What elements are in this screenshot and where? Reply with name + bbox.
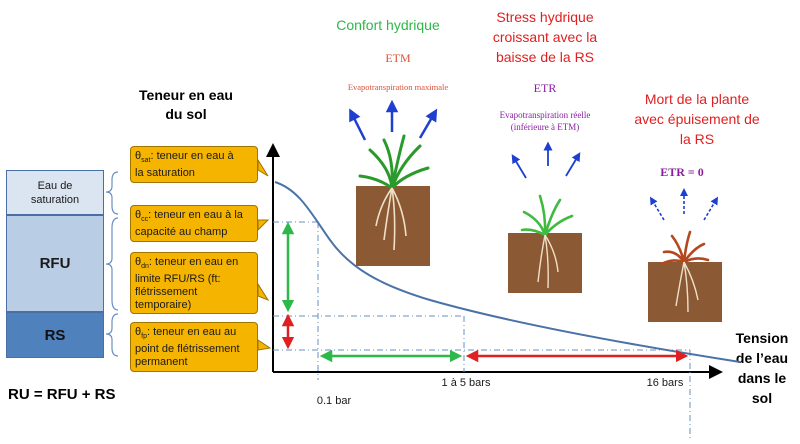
stage3-title-line2: avec épuisement de — [634, 111, 760, 127]
stage3-title-line1: Mort de la plante — [645, 91, 749, 107]
tick-label-0-1-bar: 0.1 bar — [317, 395, 352, 407]
x-axis-label-line4: sol — [751, 390, 773, 406]
stage2-titles: Stress hydrique croissant avec la baisse… — [493, 9, 597, 65]
stage2-desc-line1: Evapotranspiration réelle — [500, 110, 591, 120]
brace-saturation — [105, 171, 119, 215]
brace-rs — [105, 313, 119, 357]
stage3-dead-plant-icon — [660, 230, 710, 266]
ru-equation: RU = RFU + RS — [8, 386, 116, 403]
callout-theta-fp-line1: : teneur en eau au — [146, 326, 237, 338]
pointer-theta-dn — [257, 282, 270, 302]
stage2-transpiration-arrows — [511, 141, 581, 179]
stage2-soil-block — [508, 233, 582, 293]
stage3-roots-icon — [675, 261, 699, 313]
stage2-arrow-right — [565, 152, 581, 177]
callout-theta-sat-sub: sat — [141, 157, 151, 165]
stage1-roots-icon — [375, 187, 407, 251]
callout-theta-dn-line2: limite RFU/RS (ft: — [135, 273, 221, 286]
stage2-arrow-left — [511, 154, 527, 179]
tick-label-1-5-bars: 1 à 5 bars — [442, 377, 491, 389]
callout-theta-sat: θsat: teneur en eau à la saturation — [130, 146, 258, 183]
stage1-titles: Confort hydrique ETM Evapotranspiration … — [336, 17, 448, 92]
stage1-desc: Evapotranspiration maximale — [348, 82, 449, 92]
callout-theta-cc-line2: capacité au champ — [135, 226, 228, 239]
stage2-title-line2: croissant avec la — [493, 29, 597, 45]
rfu-label: RFU — [39, 255, 71, 272]
rs-label: RS — [44, 326, 66, 344]
callout-theta-cc-line1: : teneur en eau à la — [148, 209, 243, 221]
stage2-abbr: ETR — [534, 81, 557, 95]
callout-theta-fp-line3: permanent — [135, 356, 188, 369]
callout-theta-dn: θdn: teneur en eau en limite RFU/RS (ft:… — [130, 252, 258, 314]
pointer-theta-sat — [257, 158, 269, 177]
stage2-title-line1: Stress hydrique — [496, 9, 593, 25]
y-axis-label-line2: du sol — [165, 106, 207, 122]
stage1-title: Confort hydrique — [336, 17, 440, 33]
y-axis-label: Teneur en eau du sol — [126, 86, 246, 124]
callout-theta-cc-sub: cc — [141, 216, 149, 224]
callout-theta-dn-sub: dn — [141, 263, 149, 271]
x-axis-label-line2: de l’eau — [735, 350, 789, 366]
callout-theta-dn-symbol: θ — [135, 256, 142, 268]
stage1-abbr: ETM — [385, 51, 411, 65]
stage3-transpiration-arrows — [649, 188, 719, 221]
x-axis-label-line3: dans le — [737, 370, 787, 386]
callout-theta-fp-line2: point de flétrissement — [135, 343, 240, 356]
callout-theta-dn-line3: flétrissement — [135, 286, 198, 299]
callout-theta-fp-sub: fp — [141, 333, 147, 341]
stage2-plant-icon — [520, 194, 574, 237]
stage3-arrow-right — [703, 196, 719, 221]
callout-theta-cc-symbol: θ — [135, 209, 142, 221]
pointer-theta-fp — [257, 339, 272, 351]
callout-theta-fp: θfp: teneur en eau au point de flétrisse… — [130, 322, 258, 372]
tick-label-16-bars: 16 bars — [647, 377, 684, 389]
stage1-transpiration-arrows — [349, 99, 438, 141]
stage3-arrow-left — [649, 196, 665, 221]
saturation-label-line1: Eau de — [37, 179, 73, 192]
pointer-theta-cc — [257, 219, 270, 232]
callout-theta-fp-symbol: θ — [135, 326, 142, 338]
x-axis-label-line1: Tension — [735, 330, 789, 346]
stage2-title-line3: baisse de la RS — [496, 49, 594, 65]
stage2-desc-line2: (inférieure à ETM) — [511, 122, 579, 132]
brace-rfu — [105, 217, 119, 311]
callout-pointers — [257, 158, 272, 351]
callout-theta-sat-symbol: θ — [135, 150, 142, 162]
stage1-arrow-right — [418, 108, 438, 139]
callout-theta-sat-line2: la saturation — [135, 167, 195, 180]
callout-theta-sat-line1: : teneur en eau à — [150, 150, 234, 162]
y-axis-label-line1: Teneur en eau — [139, 87, 233, 103]
saturation-box: Eau de saturation — [6, 170, 104, 215]
stage1-arrow-left — [349, 108, 367, 141]
stage3-abbr: ETR = 0 — [660, 165, 704, 179]
brace-group — [105, 171, 119, 357]
stage3-title-line3: la RS — [680, 131, 714, 147]
stage1-plant-icon — [358, 134, 430, 190]
stage3-titles: Mort de la plante avec épuisement de la … — [634, 91, 760, 147]
stage2-roots-icon — [537, 234, 559, 289]
saturation-label-line2: saturation — [30, 193, 80, 206]
x-axis-label: Tension de l’eau dans le sol — [722, 328, 800, 408]
rs-box: RS — [6, 312, 104, 358]
callout-theta-dn-line4: temporaire) — [135, 299, 192, 312]
callout-theta-cc: θcc: teneur en eau à la capacité au cham… — [130, 205, 258, 242]
retention-curve — [274, 181, 741, 363]
callout-theta-dn-line1: : teneur en eau en — [148, 256, 239, 268]
rfu-box: RFU — [6, 215, 104, 312]
